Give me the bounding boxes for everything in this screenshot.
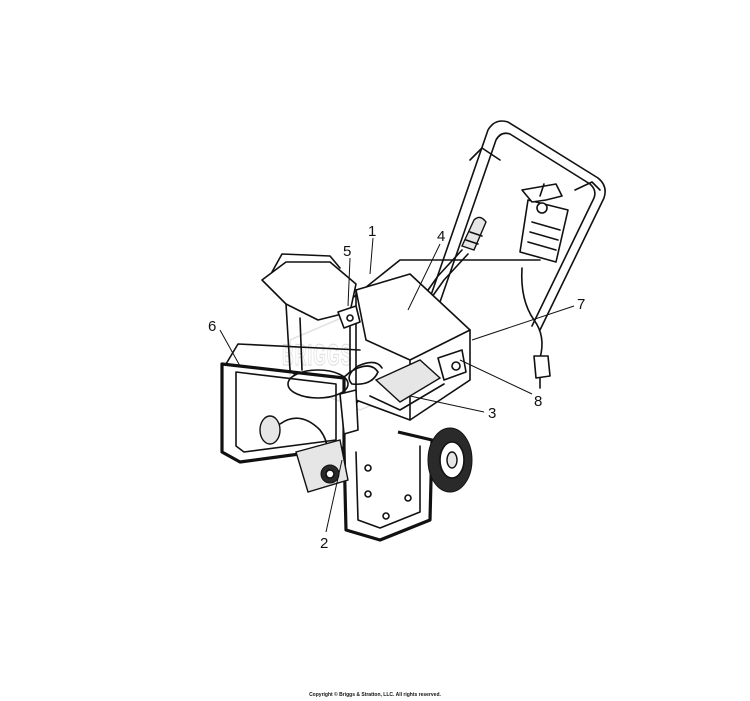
- callout-labels: 1 2 3 4 5 6 7 8: [208, 223, 585, 552]
- leader-2: [325, 459, 343, 533]
- callout-4: 4: [437, 228, 445, 245]
- wheel: [427, 427, 473, 493]
- lock-bracket: [337, 305, 361, 329]
- callout-3: 3: [488, 405, 496, 422]
- handle-assembly: [349, 120, 606, 331]
- side-bracket: [437, 349, 467, 381]
- leader-7: [471, 305, 575, 341]
- throttle-cable: [520, 267, 551, 389]
- leader-1: [369, 237, 374, 275]
- control-box: [519, 183, 569, 263]
- copyright-notice: Copyright © Briggs & Stratton, LLC. All …: [309, 692, 441, 698]
- auger-housing: [220, 343, 434, 542]
- leader-6: [219, 329, 241, 367]
- leader-3: [409, 395, 485, 413]
- callout-1: 1: [368, 223, 376, 240]
- engine-shroud: [355, 273, 471, 421]
- callout-2: 2: [320, 535, 328, 552]
- callout-8: 8: [534, 393, 542, 410]
- leader-lines: [219, 237, 575, 533]
- side-plate-bolts: [364, 464, 412, 520]
- callout-6: 6: [208, 318, 216, 335]
- leader-4: [407, 243, 441, 311]
- recoil-spring: [339, 361, 383, 435]
- leader-5: [347, 257, 351, 307]
- callout-5: 5: [343, 243, 351, 260]
- auger: [259, 415, 349, 493]
- callout-7: 7: [577, 296, 585, 313]
- leader-8: [459, 359, 533, 395]
